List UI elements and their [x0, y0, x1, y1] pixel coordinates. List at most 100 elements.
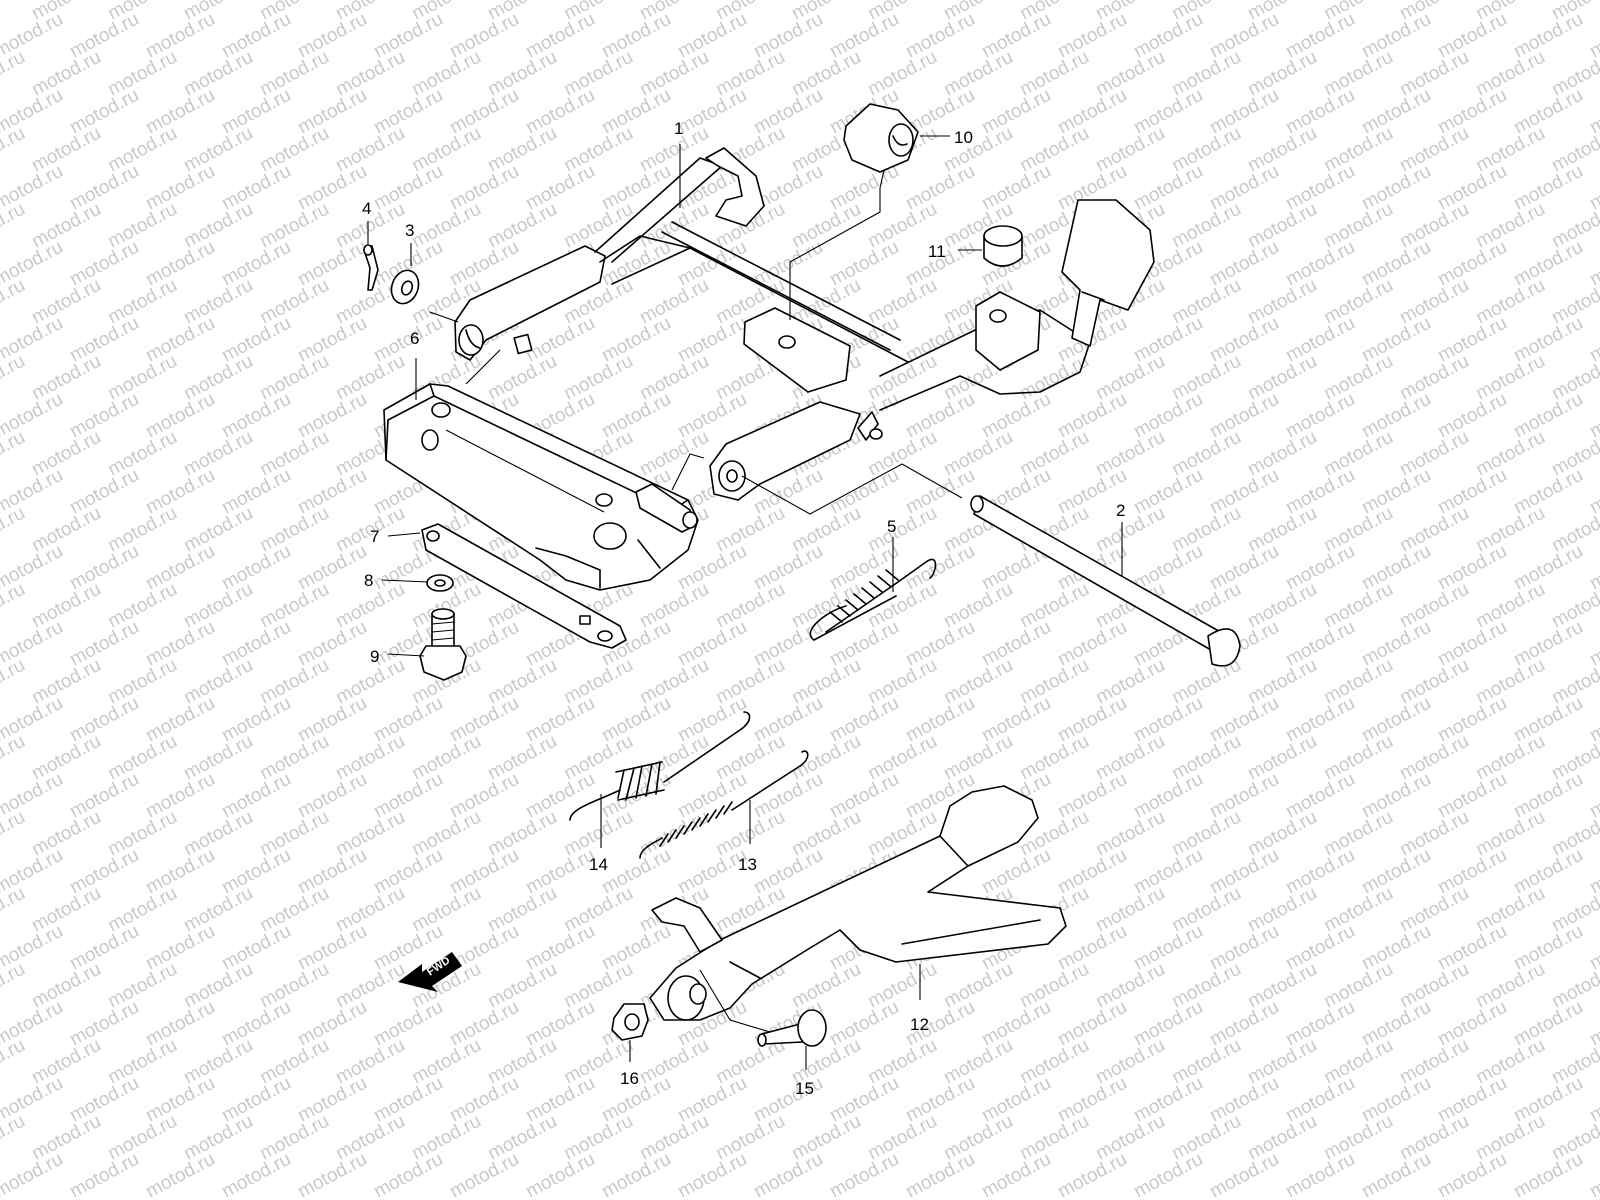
watermark-text: motod.ru — [0, 199, 29, 253]
watermark-text: motod.ru — [256, 123, 332, 177]
watermark-text: motod.ru — [1396, 427, 1472, 481]
watermark-text: motod.ru — [218, 313, 294, 367]
watermark-text: motod.ru — [104, 579, 180, 633]
watermark-text: motod.ru — [1510, 313, 1586, 367]
callout-1: 1 — [674, 119, 683, 138]
watermark-text: motod.ru — [1358, 9, 1434, 63]
watermark-text: motod.ru — [636, 1035, 712, 1089]
watermark-text: motod.ru — [0, 807, 29, 861]
watermark-text: motod.ru — [28, 1111, 104, 1165]
watermark-text: motod.ru — [826, 9, 902, 63]
watermark-text: motod.ru — [28, 427, 104, 481]
watermark-text: motod.ru — [1130, 85, 1206, 139]
watermark-text: motod.ru — [1244, 579, 1320, 633]
watermark-text: motod.ru — [1396, 883, 1472, 937]
watermark-text: motod.ru — [522, 85, 598, 139]
watermark-text: motod.ru — [1396, 579, 1472, 633]
watermark-text: motod.ru — [104, 199, 180, 253]
watermark-text: motod.ru — [1168, 1035, 1244, 1089]
watermark-text: motod.ru — [104, 1035, 180, 1089]
watermark-text: motod.ru — [1434, 693, 1510, 747]
watermark-text: motod.ru — [712, 503, 788, 557]
watermark-text: motod.ru — [294, 389, 370, 443]
watermark-text: motod.ru — [218, 161, 294, 215]
watermark-text: motod.ru — [522, 997, 598, 1051]
part-3-washer — [390, 269, 420, 305]
watermark-text: motod.ru — [256, 275, 332, 329]
watermark-text: motod.ru — [484, 655, 560, 709]
watermark-text: motod.ru — [1320, 883, 1396, 937]
watermark-text: motod.ru — [0, 503, 29, 557]
watermark-text: motod.ru — [446, 9, 522, 63]
watermark-text: motod.ru — [256, 883, 332, 937]
part-5-spring — [809, 558, 937, 641]
callout-3: 3 — [405, 221, 414, 240]
watermark-text: motod.ru — [142, 465, 218, 519]
watermark-text: motod.ru — [788, 959, 864, 1013]
watermark-text: motod.ru — [750, 9, 826, 63]
watermark-text: motod.ru — [256, 959, 332, 1013]
watermark-text: motod.ru — [142, 313, 218, 367]
watermark-text: motod.ru — [28, 199, 104, 253]
watermark-text: motod.ru — [1092, 959, 1168, 1013]
watermark-text: motod.ru — [674, 389, 750, 443]
watermark-text: motod.ru — [142, 161, 218, 215]
watermark-text: motod.ru — [1282, 693, 1358, 747]
watermark-text: motod.ru — [408, 731, 484, 785]
watermark-text: motod.ru — [142, 997, 218, 1051]
watermark-text: motod.ru — [1320, 731, 1396, 785]
watermark-text: motod.ru — [1510, 1073, 1586, 1127]
watermark-text: motod.ru — [1434, 465, 1510, 519]
watermark-text: motod.ru — [940, 123, 1016, 177]
watermark-text: motod.ru — [1054, 85, 1130, 139]
watermark-text: motod.ru — [1168, 123, 1244, 177]
watermark-text: motod.ru — [142, 1149, 218, 1200]
watermark-text: motod.ru — [1434, 237, 1510, 291]
watermark-text: motod.ru — [0, 655, 29, 709]
watermark-text: motod.ru — [294, 845, 370, 899]
watermark-text: motod.ru — [1130, 769, 1206, 823]
watermark-text: motod.ru — [1206, 541, 1282, 595]
watermark-text: motod.ru — [1092, 807, 1168, 861]
watermark-text: motod.ru — [1358, 997, 1434, 1051]
watermark-text: motod.ru — [1054, 769, 1130, 823]
watermark-text: motod.ru — [1092, 47, 1168, 101]
watermark-text: motod.ru — [1472, 427, 1548, 481]
watermark-text: motod.ru — [1358, 845, 1434, 899]
watermark-text: motod.ru — [218, 617, 294, 671]
watermark-text: motod.ru — [1434, 313, 1510, 367]
watermark-text: motod.ru — [1092, 427, 1168, 481]
watermark-text: motod.ru — [788, 503, 864, 557]
watermark-text: motod.ru — [864, 959, 940, 1013]
watermark-text: motod.ru — [902, 617, 978, 671]
watermark-text: motod.ru — [66, 161, 142, 215]
watermark-text: motod.ru — [66, 769, 142, 823]
watermark-text: motod.ru — [142, 1073, 218, 1127]
watermark-text: motod.ru — [446, 845, 522, 899]
watermark-text: motod.ru — [1358, 465, 1434, 519]
watermark-text: motod.ru — [104, 731, 180, 785]
callout-14: 14 — [589, 855, 608, 874]
watermark-text: motod.ru — [1244, 731, 1320, 785]
watermark-text: motod.ru — [1168, 883, 1244, 937]
watermark-text: motod.ru — [142, 9, 218, 63]
watermark-text: motod.ru — [1510, 465, 1586, 519]
watermark-text: motod.ru — [1130, 845, 1206, 899]
watermark-text: motod.ru — [1586, 617, 1600, 671]
watermark-text: motod.ru — [1320, 579, 1396, 633]
watermark-text: motod.ru — [180, 579, 256, 633]
watermark-text: motod.ru — [1472, 579, 1548, 633]
watermark-text: motod.ru — [1054, 845, 1130, 899]
watermark-text: motod.ru — [1130, 1149, 1206, 1200]
watermark-text: motod.ru — [256, 807, 332, 861]
watermark-text: motod.ru — [902, 9, 978, 63]
watermark-text: motod.ru — [180, 1111, 256, 1165]
watermark-text: motod.ru — [1320, 427, 1396, 481]
watermark-text: motod.ru — [902, 1149, 978, 1200]
watermark-text: motod.ru — [66, 85, 142, 139]
watermark-text: motod.ru — [370, 9, 446, 63]
watermark-text: motod.ru — [940, 959, 1016, 1013]
watermark-text: motod.ru — [1206, 1073, 1282, 1127]
watermark-text: motod.ru — [1396, 731, 1472, 785]
part-1-stand-frame — [454, 147, 1155, 501]
